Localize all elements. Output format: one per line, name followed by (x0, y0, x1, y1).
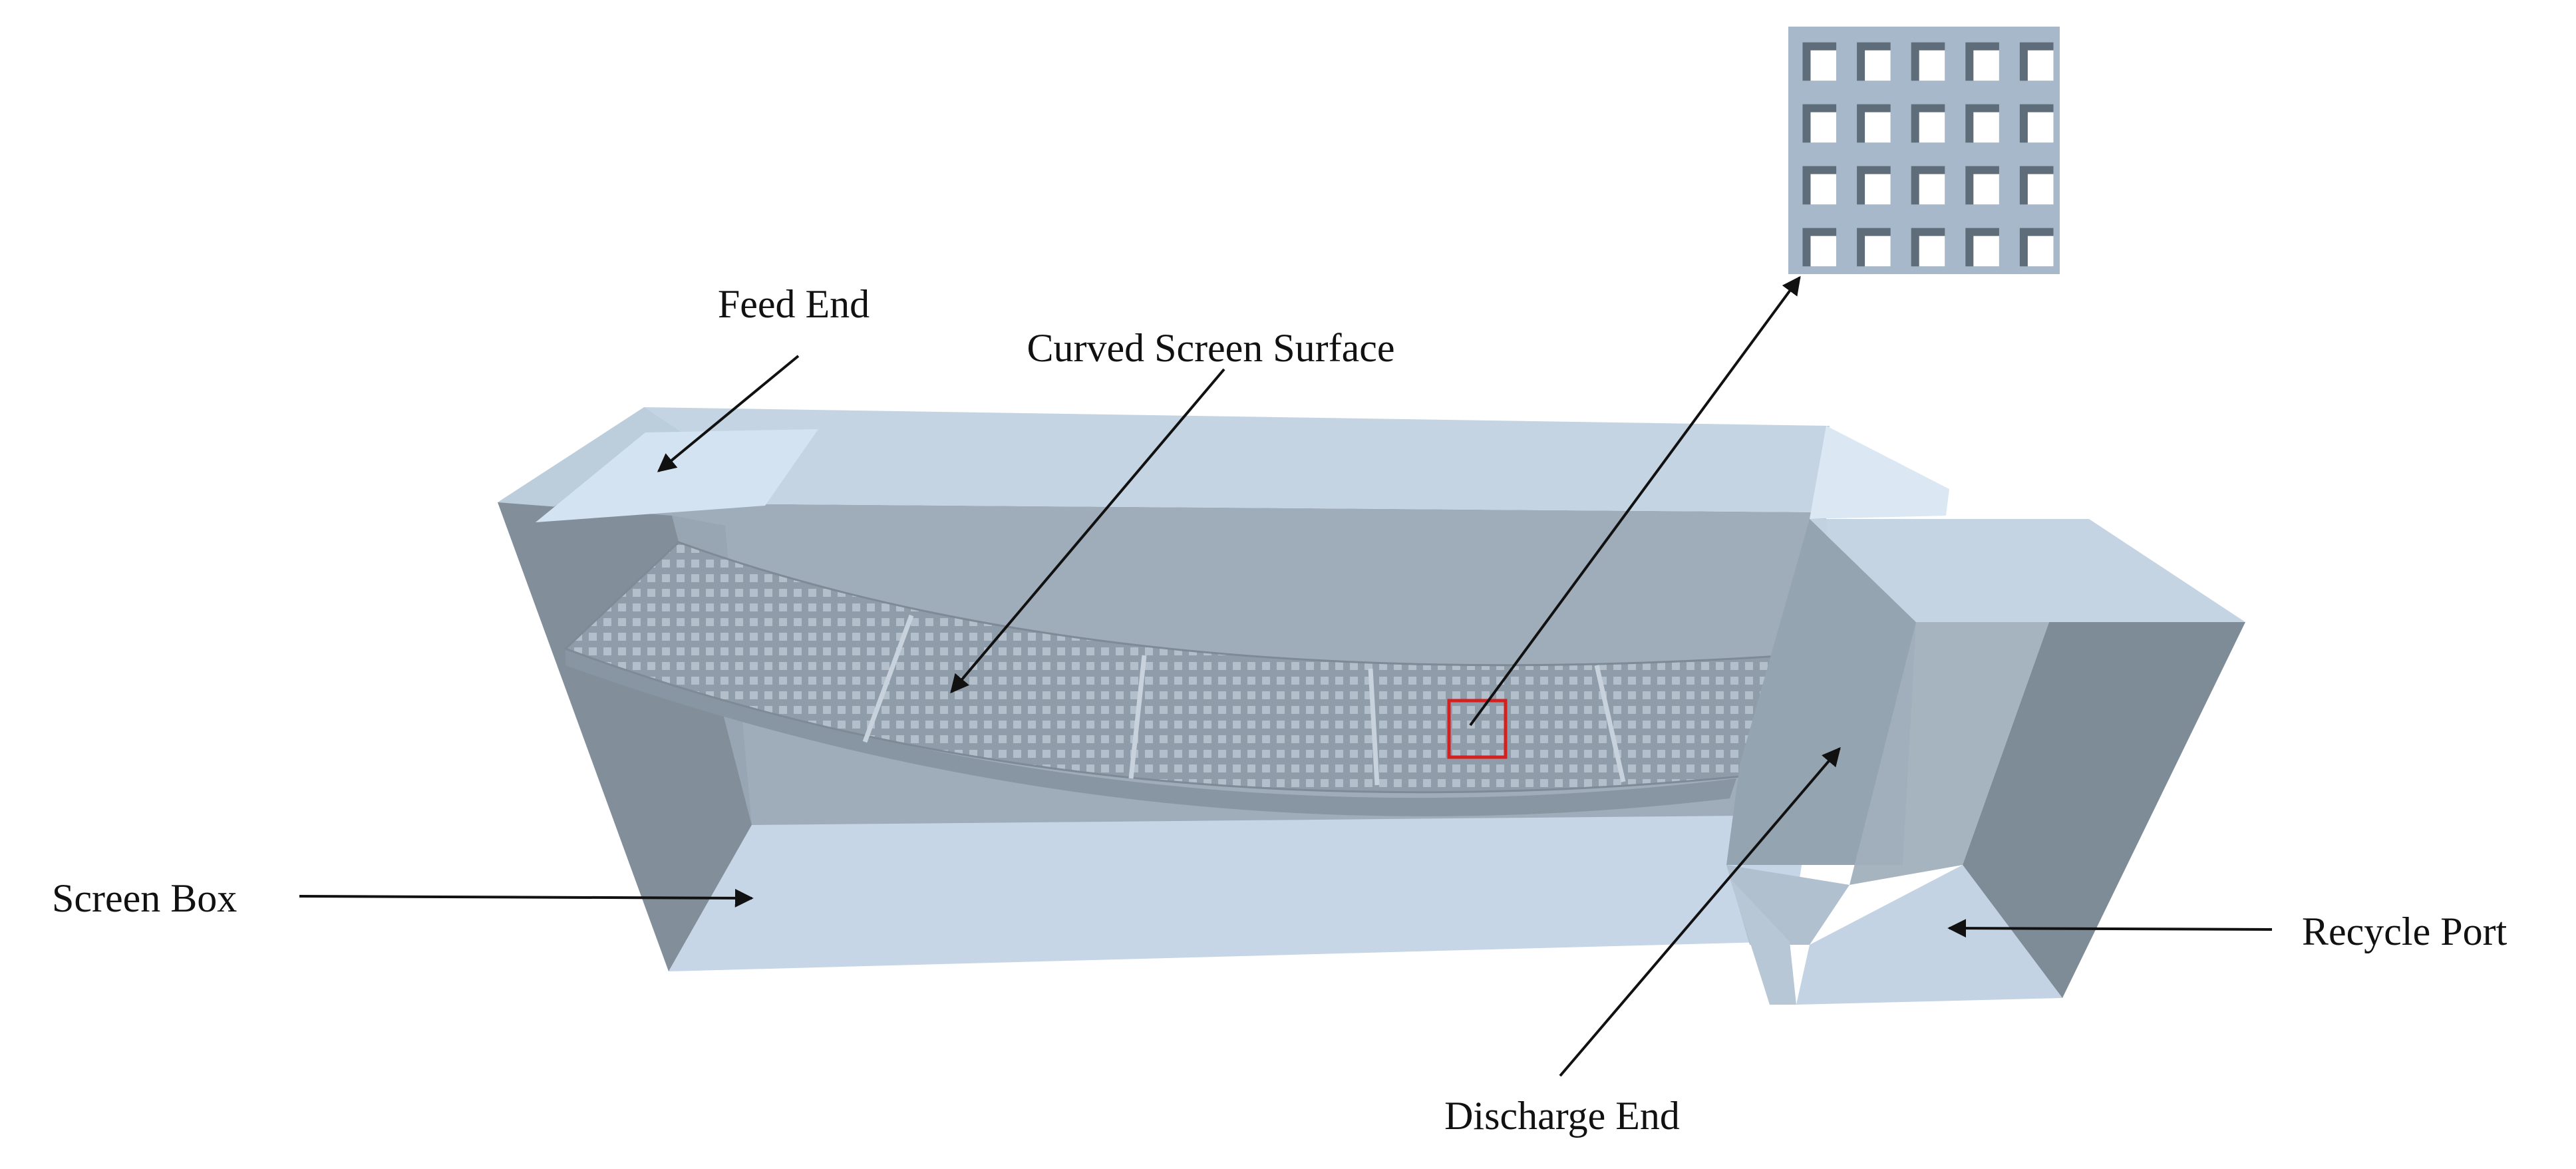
inset-mesh-hole (1973, 174, 1999, 205)
recycle-box-floor (1796, 865, 2062, 1005)
label-discharge-end: Discharge End (1444, 1094, 1680, 1138)
recycle-box-front (1850, 622, 2049, 885)
inset-mesh-hole (1865, 174, 1891, 205)
inset-mesh-hole (1865, 236, 1891, 267)
inset-mesh-hole (1810, 50, 1837, 81)
inset-mesh-hole (1865, 50, 1891, 81)
inset-mesh-hole (1810, 174, 1837, 205)
inset-mesh-hole (1810, 236, 1837, 267)
recycle-box-right-wall (1963, 622, 2245, 998)
inset-mesh-hole (1919, 112, 1945, 143)
recycle-box-front-left (1726, 519, 1916, 865)
inset-mesh-hole (1919, 236, 1945, 267)
recycle-box-top (1810, 519, 2245, 622)
feed-inlet-opening (536, 429, 818, 522)
arrow-curved-screen (950, 368, 1225, 694)
label-screen-box: Screen Box (52, 876, 237, 920)
label-recycle-port: Recycle Port (2302, 910, 2507, 953)
screen-deck-underside (565, 649, 1736, 816)
recycle-port-box (1726, 519, 2245, 1005)
arrow-inset (1469, 275, 1801, 727)
arrow-feed-end (657, 355, 800, 472)
inset-mesh-hole (1865, 112, 1891, 143)
inset-mesh-hole (1973, 112, 1999, 143)
inset-mesh-hole (2027, 236, 2054, 267)
inset-mesh-hole (2027, 112, 2054, 143)
screen-box-right-top (1810, 426, 1949, 519)
inset-mesh-hole (1973, 236, 1999, 267)
screen-box-floor (669, 815, 1810, 971)
inset-mesh-hole (1919, 174, 1945, 205)
inset-mesh-hole (1919, 50, 1945, 81)
screen-box-top-back (532, 407, 1830, 512)
mesh-detail-highlight (1447, 699, 1508, 759)
arrow-recycle-port (1947, 919, 2273, 938)
arrow-screen-box (299, 888, 754, 908)
arrow-discharge-end (1559, 747, 1841, 1077)
label-feed-end: Feed End (718, 282, 870, 326)
inset-mesh-hole (2027, 174, 2054, 205)
screen-box-top-front (498, 407, 682, 519)
inset-mesh-hole (2027, 50, 2054, 81)
recycle-box-lower-band (1730, 878, 1796, 1005)
screen-panel-dividers (862, 614, 1626, 786)
label-curved-screen-surface: Curved Screen Surface (1027, 326, 1394, 370)
leader-arrows (299, 275, 2273, 1077)
mesh-detail-inset (1788, 27, 2060, 274)
inset-mesh-hole (1973, 50, 1999, 81)
inset-mesh-hole (1810, 112, 1837, 143)
labels: Feed End Curved Screen Surface Screen Bo… (52, 282, 2507, 1138)
